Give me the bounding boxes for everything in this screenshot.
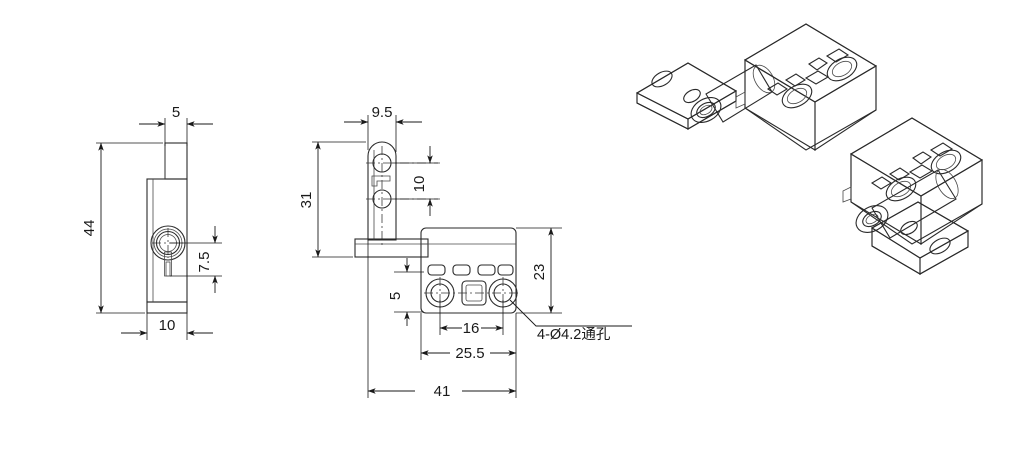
dimension-front-hole-edge-distance: 5 bbox=[387, 258, 424, 326]
dimension-value-41: 41 bbox=[434, 383, 451, 400]
dimension-front-leaf-width: 9.5 bbox=[344, 104, 422, 152]
dimension-value-31: 31 bbox=[298, 192, 315, 209]
dimension-value-7-5: 7.5 bbox=[196, 252, 213, 273]
side-view: 5 44 7.5 10 bbox=[81, 104, 222, 340]
iso-part-lower bbox=[842, 117, 984, 275]
through-hole-callout: 4-Ø4.2通孔 bbox=[509, 299, 632, 343]
dimension-value-10-base: 10 bbox=[159, 317, 176, 334]
dimension-value-5: 5 bbox=[172, 104, 180, 121]
dimension-side-base-width: 10 bbox=[121, 313, 213, 340]
dimension-side-pivot-offset: 7.5 bbox=[170, 226, 222, 293]
front-view: 9.5 10 31 23 5 bbox=[298, 104, 632, 400]
through-hole-note-text: 4-Ø4.2通孔 bbox=[537, 326, 611, 343]
dimension-side-top-width: 5 bbox=[139, 104, 213, 146]
dimension-value-10-pitch: 10 bbox=[411, 176, 428, 193]
dimension-value-16: 16 bbox=[463, 320, 480, 337]
dimension-value-23: 23 bbox=[531, 264, 548, 281]
front-view-part-geometry bbox=[354, 141, 520, 314]
isometric-view bbox=[635, 23, 984, 275]
dimension-value-5-edge: 5 bbox=[387, 292, 404, 300]
dimension-front-leaf-height: 31 bbox=[298, 141, 366, 258]
iso-part-upper bbox=[635, 23, 878, 152]
dimension-value-25-5: 25.5 bbox=[455, 345, 484, 362]
dimension-side-overall-height: 44 bbox=[81, 142, 163, 314]
side-view-part-geometry bbox=[146, 142, 188, 314]
dimension-front-body-height: 23 bbox=[516, 227, 562, 314]
dimension-value-9-5: 9.5 bbox=[372, 104, 393, 121]
dimension-front-hole-spacing: 10 bbox=[392, 146, 438, 216]
dimension-front-hole-pitch: 16 bbox=[439, 300, 504, 337]
dimension-value-44: 44 bbox=[81, 220, 98, 237]
dimension-front-overall-width: 41 bbox=[367, 240, 517, 400]
dimension-front-body-width: 25.5 bbox=[420, 313, 517, 362]
